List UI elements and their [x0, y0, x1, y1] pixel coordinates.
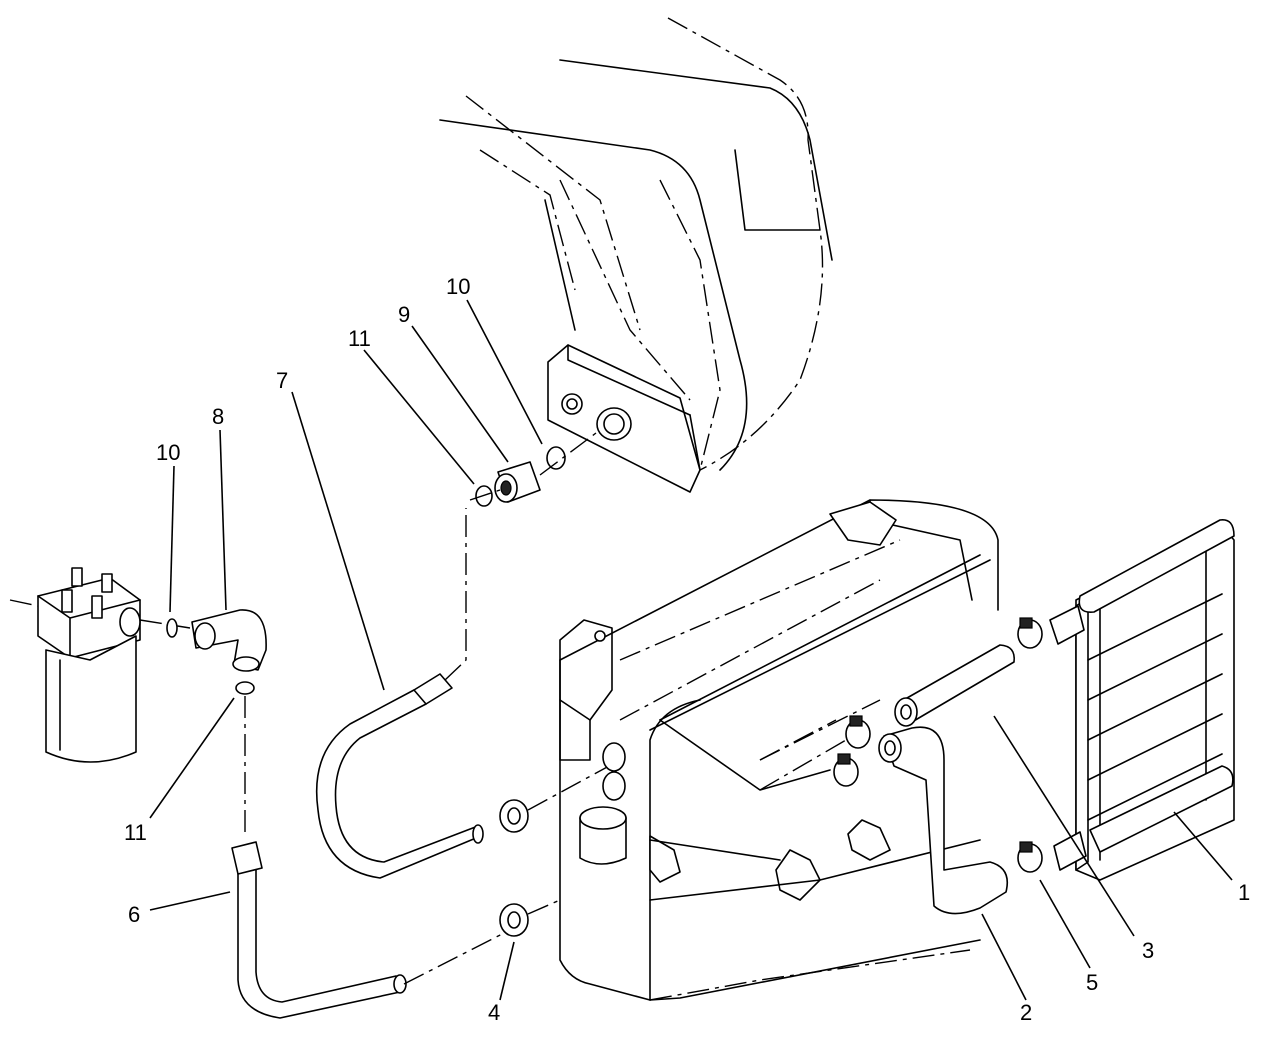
hose-clamps-5 [759, 617, 1043, 873]
callout-10-upper: 10 [446, 274, 470, 299]
upper-fitting-group [469, 429, 601, 507]
callout-2: 2 [1020, 1000, 1032, 1025]
filter-assembly [9, 567, 267, 835]
callout-labels: 1 2 3 4 5 6 7 8 9 10 10 11 11 [124, 274, 1250, 1025]
callout-9: 9 [398, 302, 410, 327]
leader-lines [149, 299, 1233, 1001]
o-ring-10-left [166, 618, 178, 638]
callout-8: 8 [212, 404, 224, 429]
hose-2 [878, 726, 1009, 915]
upper-housing [439, 17, 833, 493]
oil-cooler-1 [1049, 519, 1235, 881]
tube-6 [231, 841, 511, 1019]
callout-7: 7 [276, 368, 288, 393]
grommets-4 [499, 759, 621, 937]
callout-1: 1 [1238, 880, 1250, 905]
o-ring-10-upper [546, 446, 566, 470]
callout-11-upper: 11 [348, 326, 371, 351]
o-ring-11-left [235, 681, 255, 695]
hose-3 [894, 644, 1016, 727]
callout-10-left: 10 [156, 440, 180, 465]
callout-5: 5 [1086, 970, 1098, 995]
callout-11-left: 11 [124, 820, 147, 845]
callout-4: 4 [488, 1000, 500, 1025]
callout-3: 3 [1142, 938, 1154, 963]
tube-7 [315, 508, 484, 879]
tank-body [559, 499, 999, 1001]
callout-6: 6 [128, 902, 140, 927]
